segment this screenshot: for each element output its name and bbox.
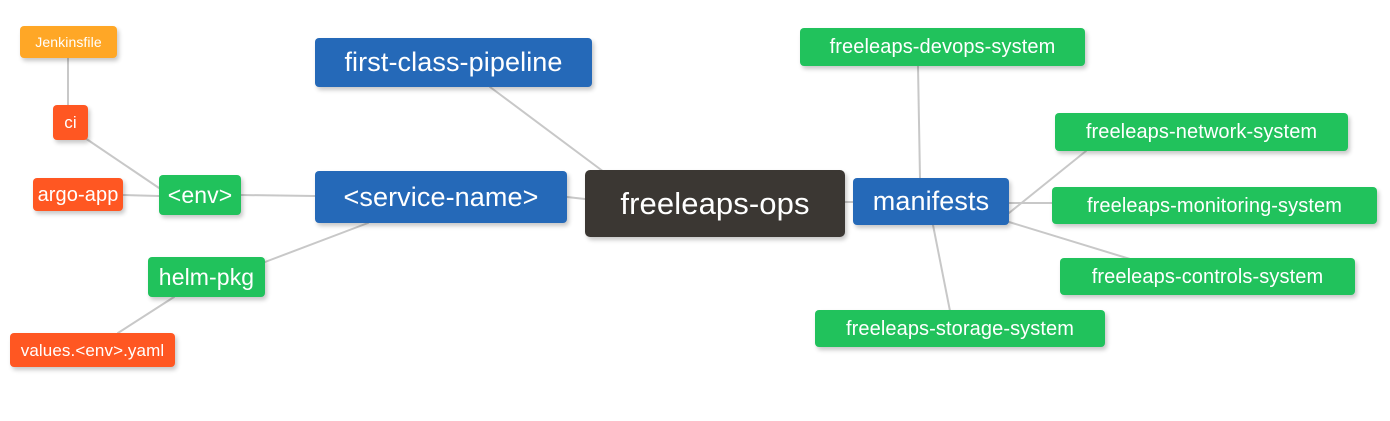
- edge-env-to-argoapp: [122, 194, 160, 197]
- node-label-devops: freeleaps-devops-system: [829, 36, 1056, 58]
- node-label-valuesyaml: values.<env>.yaml: [20, 340, 165, 360]
- node-label-manifests: manifests: [872, 186, 990, 216]
- edge-manifests-to-controls: [1008, 221, 1131, 260]
- node-label-argoapp: argo-app: [37, 183, 119, 206]
- node-root[interactable]: freeleaps-ops: [585, 170, 845, 237]
- node-label-jenkinsfile: Jenkinsfile: [35, 34, 102, 50]
- edge-root-to-pipeline: [489, 86, 609, 176]
- node-label-pipeline: first-class-pipeline: [344, 47, 563, 77]
- node-ci[interactable]: ci: [53, 105, 88, 140]
- edge-helmpkg-to-valuesyaml: [117, 296, 175, 334]
- node-label-helmpkg: helm-pkg: [158, 263, 255, 290]
- node-controls[interactable]: freeleaps-controls-system: [1060, 258, 1355, 295]
- edge-manifests-to-storage: [932, 224, 951, 312]
- node-monitoring[interactable]: freeleaps-monitoring-system: [1052, 187, 1377, 224]
- node-storage[interactable]: freeleaps-storage-system: [815, 310, 1105, 347]
- node-helmpkg[interactable]: helm-pkg: [148, 257, 265, 297]
- node-pipeline[interactable]: first-class-pipeline: [315, 38, 592, 87]
- node-label-root: freeleaps-ops: [620, 186, 810, 221]
- node-label-monitoring: freeleaps-monitoring-system: [1086, 194, 1342, 217]
- node-devops[interactable]: freeleaps-devops-system: [800, 28, 1085, 66]
- node-label-env: <env>: [167, 181, 233, 208]
- edge-root-to-service: [566, 196, 586, 200]
- edge-manifests-to-devops: [917, 65, 921, 179]
- node-argoapp[interactable]: argo-app: [33, 178, 123, 211]
- node-label-service: <service-name>: [343, 181, 539, 212]
- node-service[interactable]: <service-name>: [315, 171, 567, 223]
- node-jenkinsfile[interactable]: Jenkinsfile: [20, 26, 117, 58]
- node-label-controls: freeleaps-controls-system: [1091, 265, 1324, 288]
- edge-service-to-helmpkg: [264, 222, 369, 263]
- node-label-ci: ci: [64, 113, 77, 132]
- node-manifests[interactable]: manifests: [853, 178, 1009, 225]
- node-label-network: freeleaps-network-system: [1085, 121, 1318, 143]
- edge-service-to-env: [240, 194, 316, 197]
- node-valuesyaml[interactable]: values.<env>.yaml: [10, 333, 175, 367]
- node-network[interactable]: freeleaps-network-system: [1055, 113, 1348, 151]
- node-env[interactable]: <env>: [159, 175, 241, 215]
- node-label-storage: freeleaps-storage-system: [845, 317, 1075, 340]
